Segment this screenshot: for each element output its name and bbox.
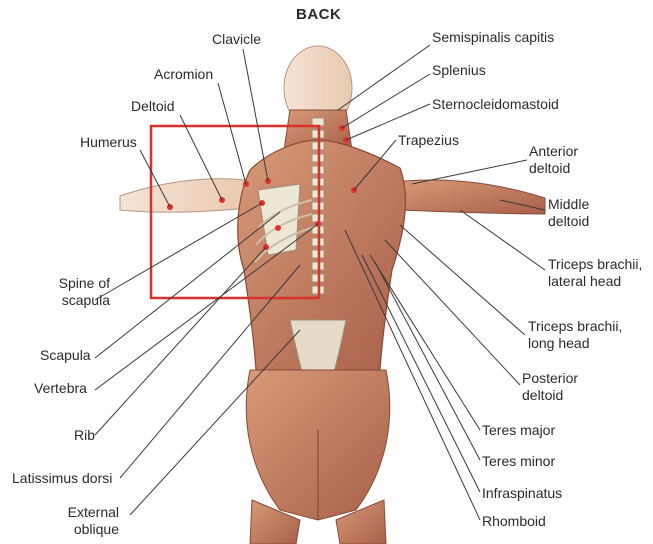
label-infraspinatus: Infraspinatus (482, 485, 562, 502)
label-line-1: External (44, 504, 119, 521)
label-latissimus-dorsi: Latissimus dorsi (12, 470, 112, 487)
label-line-2: long head (528, 335, 622, 352)
label-line-2: oblique (44, 521, 119, 538)
label-line-1: Spine of (50, 275, 110, 292)
label-line-2: deltoid (522, 387, 578, 404)
label-splenius: Splenius (432, 62, 486, 79)
left-arm (120, 179, 250, 212)
label-line-2: deltoid (529, 160, 578, 177)
label-line-1: Anterior (529, 143, 578, 160)
label-triceps-lateral: Triceps brachii, lateral head (548, 256, 642, 290)
label-acromion: Acromion (154, 66, 213, 83)
label-teres-major: Teres major (482, 422, 555, 439)
label-semispinalis-capitis: Semispinalis capitis (432, 29, 554, 46)
label-external-oblique: External oblique (44, 504, 119, 538)
label-posterior-deltoid: Posterior deltoid (522, 370, 578, 404)
label-anterior-deltoid: Anterior deltoid (529, 143, 578, 177)
label-line-2: lateral head (548, 273, 642, 290)
label-line-1: Middle (548, 196, 589, 213)
label-spine-of-scapula: Spine of scapula (50, 275, 110, 309)
label-line-1: Triceps brachii, (528, 318, 622, 335)
label-line-1: Triceps brachii, (548, 256, 642, 273)
label-line-1: Posterior (522, 370, 578, 387)
label-trapezius: Trapezius (398, 132, 459, 149)
label-triceps-long: Triceps brachii, long head (528, 318, 622, 352)
label-sternocleidomastoid: Sternocleidomastoid (432, 96, 559, 113)
label-rib: Rib (74, 427, 95, 444)
label-clavicle: Clavicle (212, 31, 261, 48)
label-teres-minor: Teres minor (482, 453, 555, 470)
label-humerus: Humerus (80, 134, 137, 151)
label-line-2: scapula (50, 292, 110, 309)
diagram-title: BACK (296, 6, 341, 23)
label-deltoid: Deltoid (131, 98, 175, 115)
label-middle-deltoid: Middle deltoid (548, 196, 589, 230)
label-rhomboid: Rhomboid (482, 513, 546, 530)
label-vertebra: Vertebra (34, 380, 87, 397)
right-arm (395, 180, 545, 214)
label-scapula: Scapula (40, 347, 91, 364)
label-line-2: deltoid (548, 213, 589, 230)
